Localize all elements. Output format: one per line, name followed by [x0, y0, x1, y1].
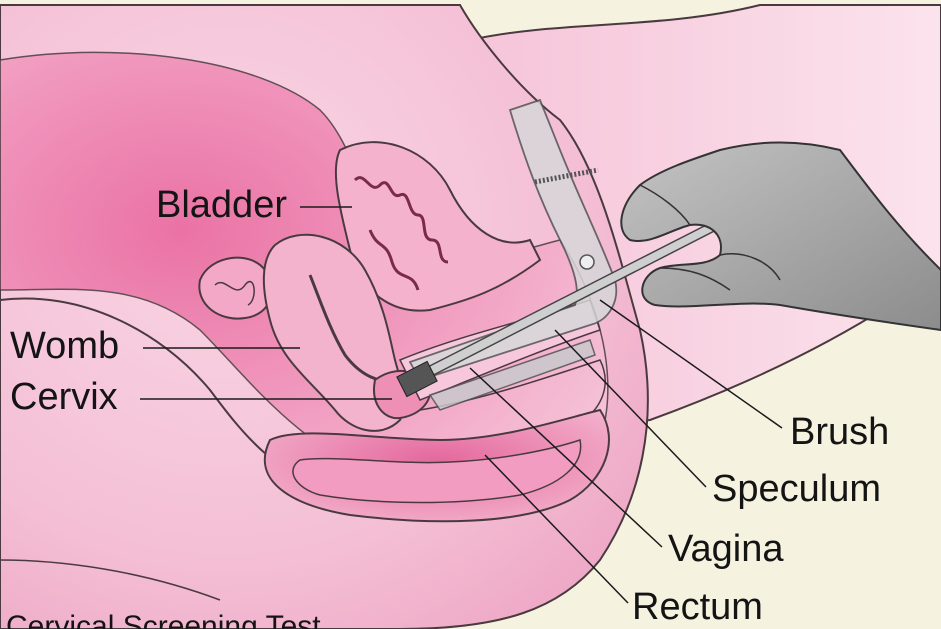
ovary-shape — [199, 258, 272, 319]
label-womb: Womb — [10, 327, 119, 365]
label-speculum: Speculum — [712, 470, 881, 508]
caption: Cervical Screening Test — [6, 612, 321, 629]
label-brush: Brush — [790, 413, 889, 451]
speculum-hinge — [580, 255, 594, 269]
label-rectum: Rectum — [632, 588, 763, 626]
label-vagina: Vagina — [668, 530, 784, 568]
label-cervix: Cervix — [10, 378, 118, 416]
label-bladder: Bladder — [156, 186, 287, 224]
